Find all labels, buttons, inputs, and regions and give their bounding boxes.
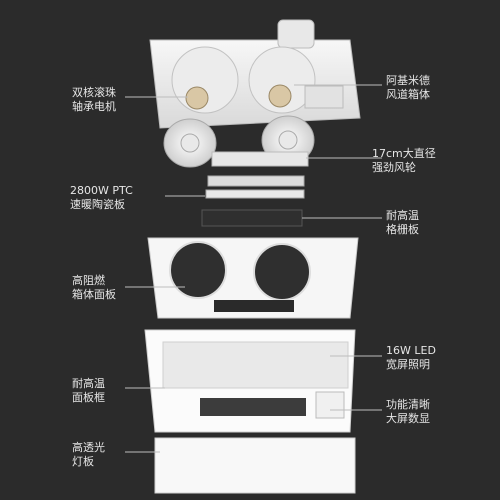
- fan-wheels: [163, 115, 315, 168]
- lamp-plate: [154, 437, 356, 494]
- leader-lines: [125, 84, 382, 453]
- label-led-line2: 宽屏照明: [386, 358, 430, 371]
- label-wheel: 17cm大直径 强劲风轮: [372, 147, 436, 175]
- label-lamp-line2: 灯板: [72, 455, 94, 468]
- label-panel-line1: 高阻燃: [72, 274, 105, 287]
- grille-plate: [201, 209, 303, 227]
- label-panel-line2: 箱体面板: [72, 288, 116, 301]
- label-display-line2: 大屏数显: [386, 412, 430, 425]
- ptc-heater: [205, 175, 305, 199]
- label-grille: 耐高温 格栅板: [386, 209, 419, 237]
- label-led-line1: 16W LED: [386, 344, 436, 357]
- panel-box: [147, 237, 359, 319]
- label-grille-line2: 格栅板: [386, 223, 419, 236]
- label-ptc: 2800W PTC 速暖陶瓷板: [70, 184, 133, 212]
- label-duct-line1: 阿基米德: [386, 74, 430, 87]
- duct-housing: [149, 19, 361, 129]
- label-wheel-line2: 强劲风轮: [372, 161, 416, 174]
- label-motor: 双核滚珠 轴承电机: [72, 86, 116, 114]
- label-led: 16W LED 宽屏照明: [386, 344, 436, 372]
- label-display: 功能清晰 大屏数显: [386, 398, 430, 426]
- label-motor-line2: 轴承电机: [72, 100, 116, 113]
- label-duct-line2: 风道箱体: [386, 88, 430, 101]
- label-grille-line1: 耐高温: [386, 209, 419, 222]
- label-display-line1: 功能清晰: [386, 398, 430, 411]
- label-ptc-line2: 速暖陶瓷板: [70, 198, 125, 211]
- label-panel: 高阻燃 箱体面板: [72, 274, 116, 302]
- label-ptc-line1: 2800W PTC: [70, 184, 133, 197]
- panel-frame: [144, 329, 356, 433]
- label-duct: 阿基米德 风道箱体: [386, 74, 430, 102]
- label-wheel-line1: 17cm大直径: [372, 147, 436, 160]
- label-lamp: 高透光 灯板: [72, 441, 105, 469]
- label-frame: 耐高温 面板框: [72, 377, 105, 405]
- label-frame-line1: 耐高温: [72, 377, 105, 390]
- label-motor-line1: 双核滚珠: [72, 86, 116, 99]
- label-frame-line2: 面板框: [72, 391, 105, 404]
- label-lamp-line1: 高透光: [72, 441, 105, 454]
